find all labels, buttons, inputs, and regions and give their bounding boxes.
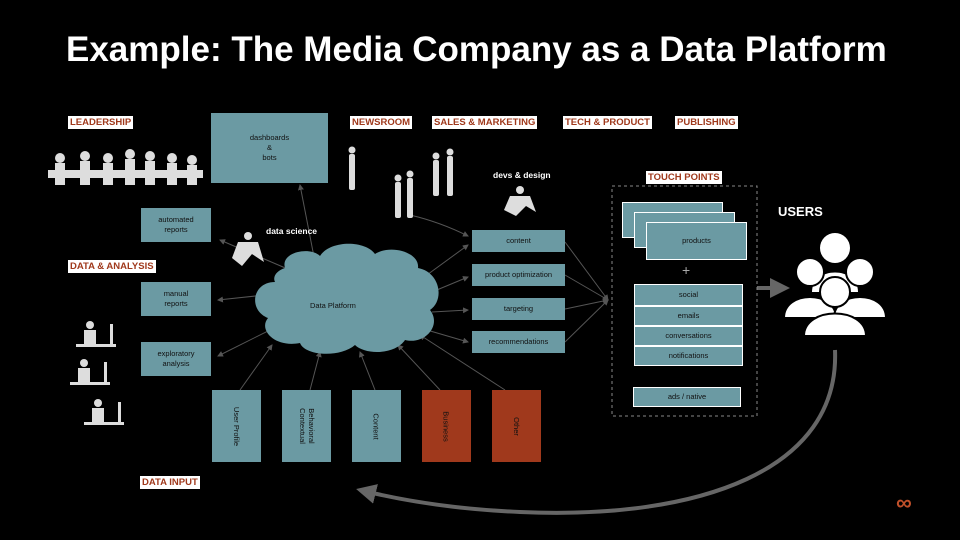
social-box: social — [634, 284, 743, 306]
input-other-label: Other — [511, 416, 521, 436]
users-label: USERS — [778, 204, 823, 219]
ads-native-box: ads / native — [633, 387, 741, 407]
input-user-profile-label: User Profile — [232, 406, 241, 446]
plus-sign: + — [682, 262, 691, 278]
tag-sales-marketing: SALES & MARKETING — [432, 116, 538, 129]
emails-box: emails — [634, 306, 743, 326]
users-icon — [782, 233, 888, 337]
exploratory-analysis-box: exploratory analysis — [141, 342, 211, 376]
dashboards-bots-box: dashboards & bots — [211, 113, 328, 183]
notifications-box: notifications — [634, 346, 743, 366]
tag-data-analysis: DATA & ANALYSIS — [68, 260, 156, 273]
targeting-box: targeting — [472, 298, 565, 320]
slide-title: Example: The Media Company as a Data Pla… — [66, 30, 887, 69]
tag-newsroom: NEWSROOM — [350, 116, 413, 129]
input-behavioral-label: Behavioral Contextual — [297, 408, 316, 444]
products-box: products — [646, 222, 747, 260]
input-other: Other — [492, 390, 541, 462]
data-platform-label: Data Platform — [310, 301, 356, 310]
devs-design-label: devs & design — [493, 170, 551, 180]
product-optimization-box: product optimization — [472, 264, 565, 286]
automated-reports-box: automated reports — [141, 208, 211, 242]
manual-reports-box: manual reports — [141, 282, 211, 316]
input-content-label: Content — [372, 412, 381, 440]
tag-publishing: PUBLISHING — [675, 116, 738, 129]
tag-leadership: LEADERSHIP — [68, 116, 134, 129]
input-user-profile: User Profile — [212, 390, 261, 462]
content-box: content — [472, 230, 565, 252]
input-business-label: Business — [442, 410, 451, 442]
input-business: Business — [422, 390, 471, 462]
input-behavioral-contextual: Behavioral Contextual — [282, 390, 331, 462]
tag-touch-points: TOUCH POINTS — [646, 171, 722, 184]
tag-tech-product: TECH & PRODUCT — [563, 116, 652, 129]
conversations-box: conversations — [634, 326, 743, 346]
recommendations-box: recommendations — [472, 331, 565, 353]
tag-data-input: DATA INPUT — [140, 476, 200, 489]
data-science-label: data science — [266, 226, 318, 236]
logo-infinity-icon: ∞ — [896, 490, 912, 515]
input-content: Content — [352, 390, 401, 462]
